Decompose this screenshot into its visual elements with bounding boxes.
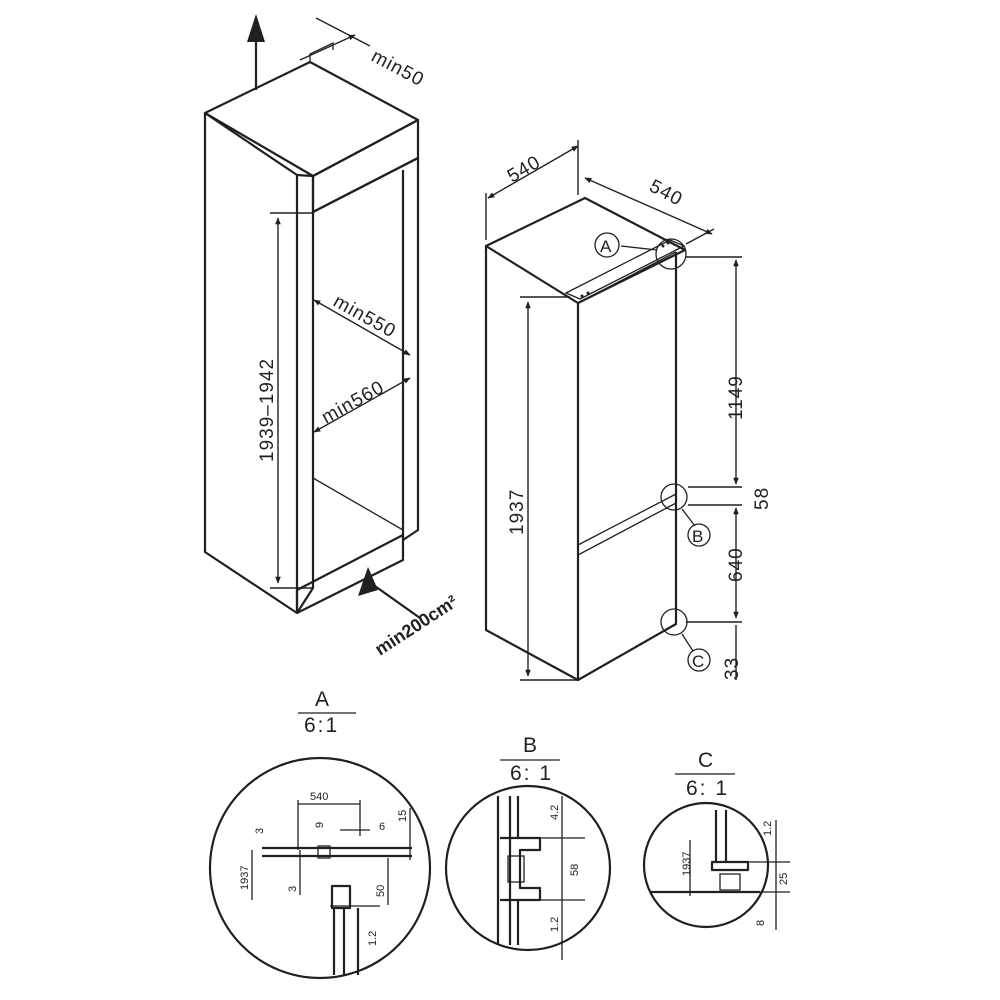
- callout-circle-a: [655, 238, 687, 270]
- callout-b-label: B: [692, 527, 703, 546]
- svg-text:1937: 1937: [239, 866, 251, 890]
- detail-a-title: A: [315, 688, 331, 711]
- detail-b-circle: [444, 784, 612, 952]
- detail-c: C 6: 1 1937 1.2 25 8: [642, 749, 790, 930]
- callout-a-marker: [594, 232, 620, 258]
- detail-c-title: C: [698, 749, 715, 772]
- min50-label: min50: [368, 46, 428, 91]
- svg-text:58: 58: [569, 864, 581, 876]
- dim-1149-label: 1149: [726, 375, 747, 420]
- min550-label: min550: [330, 291, 400, 342]
- detail-a-circle: [208, 756, 432, 980]
- svg-text:6: 6: [379, 821, 385, 833]
- svg-text:1.2: 1.2: [549, 917, 561, 932]
- height-1937-label: 1937: [507, 489, 528, 535]
- svg-text:4.2: 4.2: [549, 805, 561, 820]
- svg-text:1937: 1937: [681, 852, 693, 876]
- svg-text:9: 9: [314, 822, 326, 828]
- detail-c-circle: [642, 801, 770, 929]
- detail-c-scale: 6: 1: [686, 777, 729, 800]
- width-front-label: 540: [504, 152, 545, 188]
- detail-b: B 6: 1 4.2 58 1.2: [444, 734, 612, 960]
- svg-text:1.2: 1.2: [367, 931, 379, 946]
- callout-c-marker: [687, 648, 711, 672]
- svg-text:8: 8: [755, 920, 767, 926]
- svg-text:3: 3: [254, 828, 266, 834]
- fridge-appliance: [484, 196, 687, 682]
- detail-a-scale: 6:1: [304, 714, 339, 737]
- svg-text:540: 540: [310, 791, 328, 803]
- dim-640-label: 640: [726, 547, 747, 582]
- dim-33-label: 33: [722, 657, 743, 680]
- callout-circle-c: [660, 608, 688, 636]
- svg-text:50: 50: [375, 885, 387, 897]
- svg-text:1.2: 1.2: [762, 821, 774, 836]
- callout-b-marker: [687, 523, 711, 547]
- min560-label: min560: [318, 377, 388, 428]
- vent-arrow: [371, 583, 421, 619]
- callout-c-label: C: [692, 652, 704, 671]
- dim-58-label: 58: [752, 487, 773, 510]
- vent-label: min200cm²: [371, 591, 461, 659]
- svg-text:15: 15: [397, 810, 409, 822]
- niche-height-label: 1939–1942: [257, 358, 278, 462]
- callout-a-label: A: [600, 237, 612, 256]
- detail-a: A 6:1 540 6 9 3 15 1937 3 50 1.2: [208, 688, 432, 980]
- width-side-label: 540: [646, 176, 686, 211]
- detail-b-scale: 6: 1: [510, 762, 553, 785]
- svg-text:25: 25: [778, 873, 790, 885]
- detail-b-title: B: [523, 734, 539, 757]
- niche-cabinet: [203, 14, 420, 615]
- callout-circle-b: [660, 483, 688, 511]
- svg-text:3: 3: [287, 886, 299, 892]
